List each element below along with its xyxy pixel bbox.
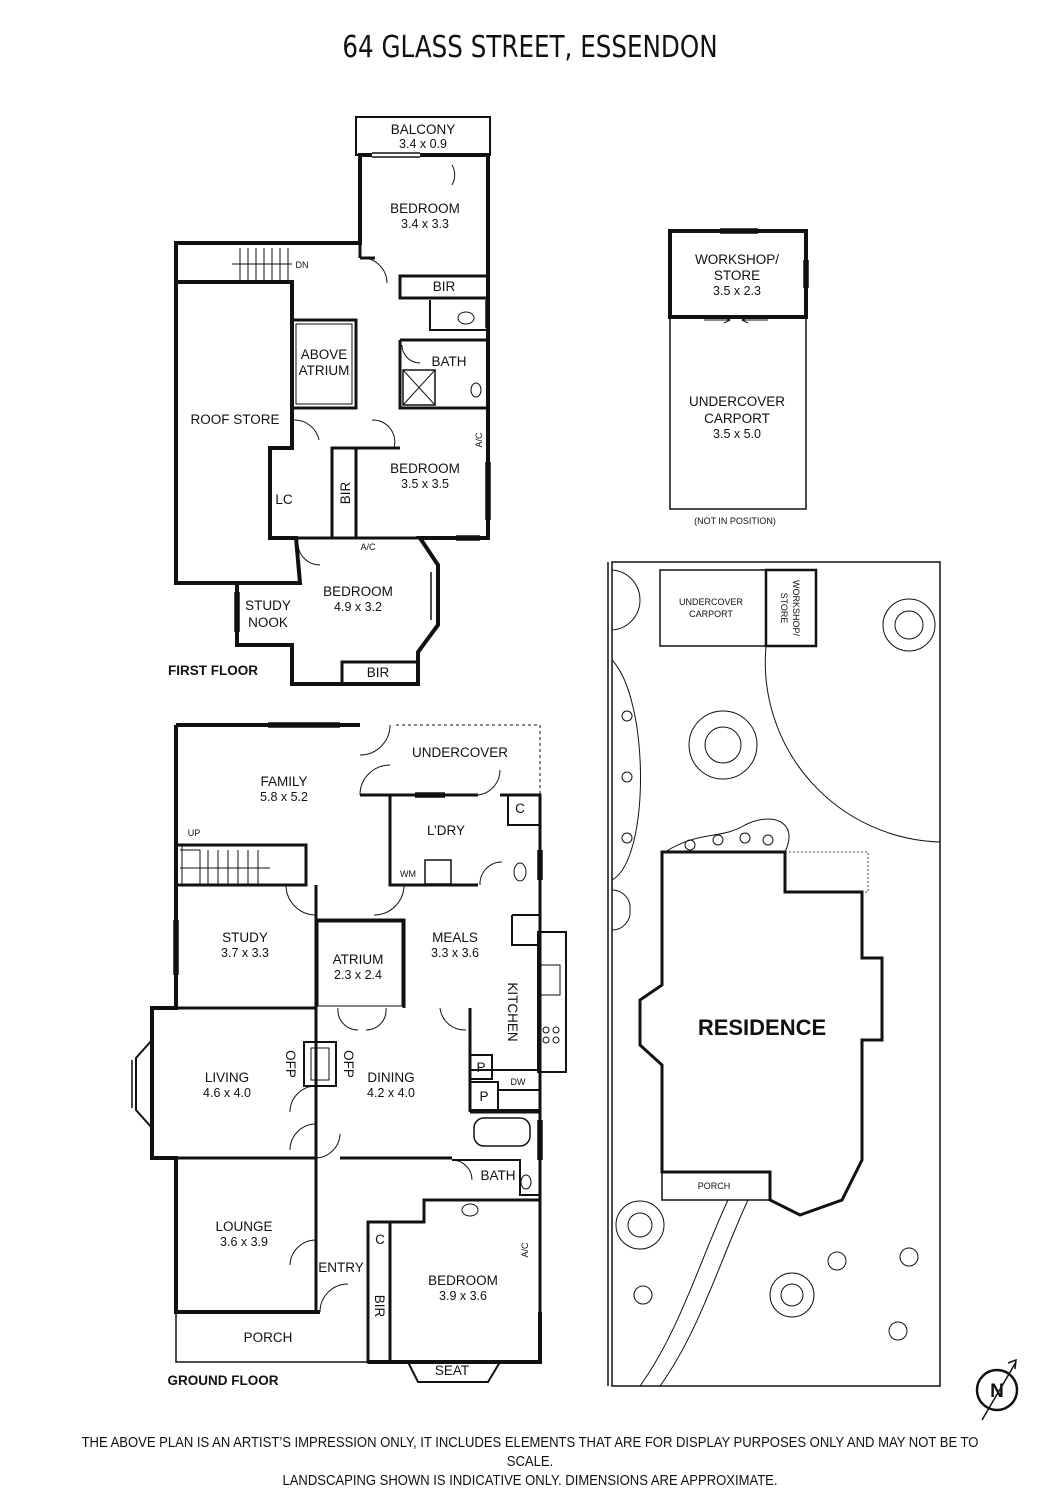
site-porch-label: PORCH xyxy=(698,1181,731,1191)
c2-label: C xyxy=(375,1232,385,1247)
gf-bath-label: BATH xyxy=(480,1168,515,1183)
p1-label: P xyxy=(476,1060,485,1075)
kitchen-label: KITCHEN xyxy=(505,982,520,1041)
ofp2-label: OFP xyxy=(341,1050,356,1078)
compass-n-label: N xyxy=(990,1381,1004,1402)
stairs-dn-label: DN xyxy=(296,260,309,270)
balcony-label: BALCONY xyxy=(391,122,456,137)
compass-icon xyxy=(975,1358,1019,1421)
porch-label: PORCH xyxy=(244,1330,293,1345)
not-in-position-note: (NOT IN POSITION) xyxy=(694,516,776,526)
bedroom2-label: BEDROOM xyxy=(390,461,460,476)
dining-dim: 4.2 x 4.0 xyxy=(367,1086,415,1100)
meals-dim: 3.3 x 3.6 xyxy=(431,946,479,960)
dining-label: DINING xyxy=(367,1070,414,1085)
page-title: 64 GLASS STREET, ESSENDON xyxy=(342,30,718,65)
lounge-label: LOUNGE xyxy=(215,1219,272,1234)
study-nook-line2: NOOK xyxy=(248,615,288,630)
bir2-label: BIR xyxy=(338,482,353,505)
family-label: FAMILY xyxy=(260,774,307,789)
gf-bedroom-label: BEDROOM xyxy=(428,1273,498,1288)
site-workshop-line2: STORE xyxy=(779,593,789,624)
disclaimer-line1: THE ABOVE PLAN IS AN ARTIST’S IMPRESSION… xyxy=(81,1434,979,1470)
p2-label: P xyxy=(479,1089,488,1104)
lc-label: LC xyxy=(275,492,293,507)
workshop-line2: STORE xyxy=(714,268,760,283)
bedroom1-label: BEDROOM xyxy=(390,201,460,216)
bedroom1-dim: 3.4 x 3.3 xyxy=(401,217,449,231)
entry-label: ENTRY xyxy=(318,1260,364,1275)
site-carport-line2: CARPORT xyxy=(689,609,733,619)
disclaimer-line2: LANDSCAPING SHOWN IS INDICATIVE ONLY. DI… xyxy=(282,1472,778,1489)
gf-bedroom-dim: 3.9 x 3.6 xyxy=(439,1289,487,1303)
living-dim: 4.6 x 4.0 xyxy=(203,1086,251,1100)
first-floor-label: FIRST FLOOR xyxy=(168,663,258,678)
ac2-label: A/C xyxy=(360,542,376,552)
first-floor-walls xyxy=(174,116,491,686)
ground-floor-label: GROUND FLOOR xyxy=(168,1373,279,1388)
site-plan xyxy=(607,561,941,1387)
bir3-label: BIR xyxy=(367,665,390,680)
dw-label: DW xyxy=(511,1077,526,1087)
bir-label: BIR xyxy=(372,1295,387,1318)
living-label: LIVING xyxy=(205,1070,249,1085)
balcony-dim: 3.4 x 0.9 xyxy=(399,137,447,151)
study-label: STUDY xyxy=(222,930,268,945)
ldry-label: L’DRY xyxy=(427,823,465,838)
c1-label: C xyxy=(515,801,525,816)
outbuilding-walls xyxy=(668,228,809,510)
workshop-line1: WORKSHOP/ xyxy=(695,252,779,267)
above-atrium-line2: ATRIUM xyxy=(299,363,350,378)
stairs-up-label: UP xyxy=(188,828,201,838)
bedroom3-label: BEDROOM xyxy=(323,584,393,599)
family-dim: 5.8 x 5.2 xyxy=(260,790,308,804)
gf-ac-label: A/C xyxy=(520,1242,530,1258)
bedroom2-dim: 3.5 x 3.5 xyxy=(401,477,449,491)
lounge-dim: 3.6 x 3.9 xyxy=(220,1235,268,1249)
carport-line1: UNDERCOVER xyxy=(689,394,785,409)
study-nook-line1: STUDY xyxy=(245,598,291,613)
seat-label: SEAT xyxy=(435,1363,469,1378)
site-carport-line1: UNDERCOVER xyxy=(679,597,744,607)
disclaimer: THE ABOVE PLAN IS AN ARTIST’S IMPRESSION… xyxy=(69,1433,991,1490)
residence-label: RESIDENCE xyxy=(698,1015,826,1040)
above-atrium-line1: ABOVE xyxy=(301,347,348,362)
ff-bath-label: BATH xyxy=(431,354,466,369)
wm-label: WM xyxy=(400,869,416,879)
undercover-label: UNDERCOVER xyxy=(412,745,508,760)
atrium-dim: 2.3 x 2.4 xyxy=(334,968,382,982)
carport-line2: CARPORT xyxy=(704,411,770,426)
ground-floor-walls xyxy=(131,311,567,1383)
roof-store-label: ROOF STORE xyxy=(190,412,279,427)
meals-label: MEALS xyxy=(432,930,478,945)
site-workshop-line1: WORKSHOP/ xyxy=(791,580,801,637)
workshop-dim: 3.5 x 2.3 xyxy=(713,284,761,298)
ofp1-label: OFP xyxy=(283,1050,298,1078)
carport-dim: 3.5 x 5.0 xyxy=(713,427,761,441)
ac1-label: A/C xyxy=(474,432,484,448)
atrium-label: ATRIUM xyxy=(333,952,384,967)
study-dim: 3.7 x 3.3 xyxy=(221,946,269,960)
bir1-label: BIR xyxy=(433,279,456,294)
bedroom3-dim: 4.9 x 3.2 xyxy=(334,600,382,614)
